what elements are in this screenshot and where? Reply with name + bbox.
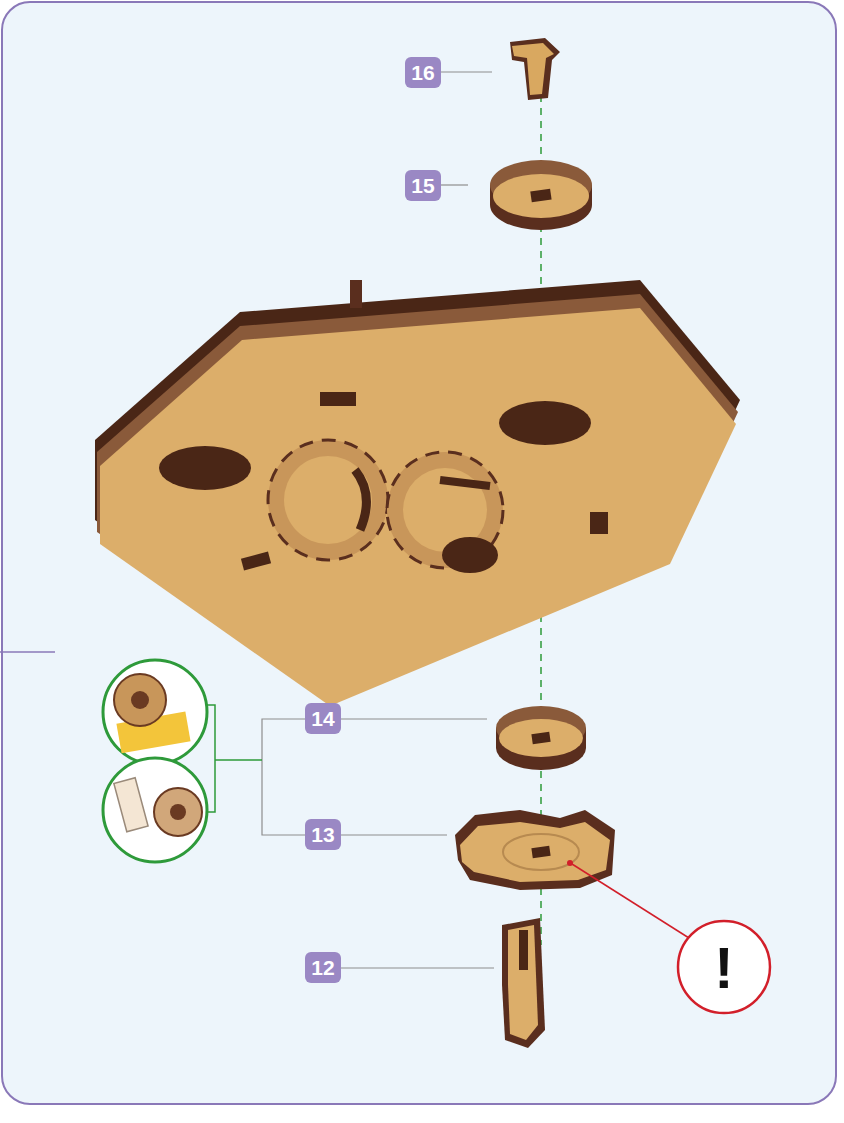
part-14 <box>496 706 586 770</box>
callout-number: 16 <box>405 57 441 88</box>
part-13 <box>455 810 615 890</box>
callout-number: 14 <box>305 703 341 734</box>
callout-number: 13 <box>305 819 341 850</box>
part-15 <box>490 160 592 230</box>
detail-circles <box>103 660 262 862</box>
callout-number: 15 <box>405 170 441 201</box>
attention-callout <box>567 860 770 1013</box>
frame <box>2 2 836 1104</box>
callout-number: 12 <box>305 952 341 983</box>
frame-leader <box>0 651 55 653</box>
attention-mark: ! <box>694 932 754 1002</box>
hex-plate <box>95 280 740 706</box>
part-16 <box>510 38 560 100</box>
part-12 <box>502 918 545 1048</box>
